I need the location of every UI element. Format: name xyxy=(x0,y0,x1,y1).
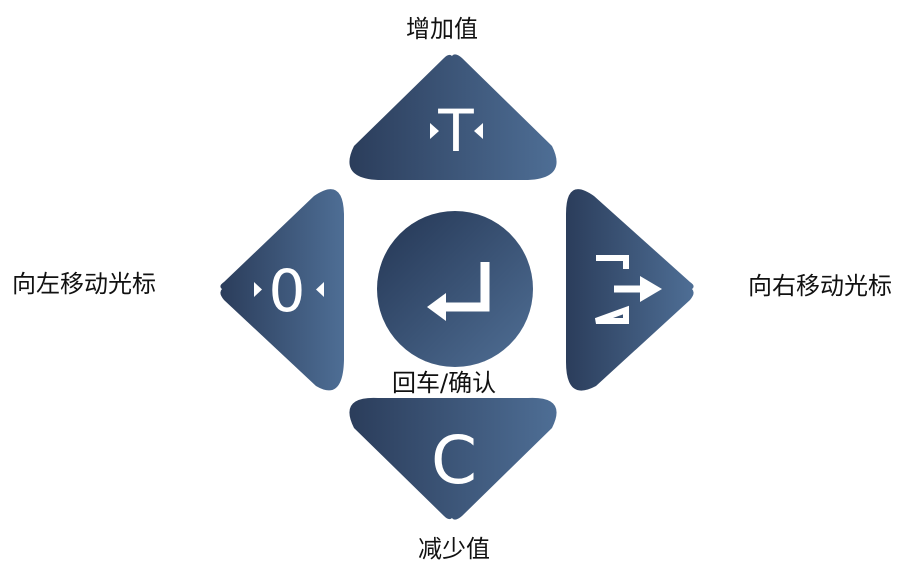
down-key[interactable]: C xyxy=(349,397,557,520)
svg-text:T: T xyxy=(437,97,474,165)
left-key[interactable]: 0 xyxy=(220,189,344,391)
svg-text:C: C xyxy=(431,422,477,499)
tare-icon: T xyxy=(430,97,483,165)
label-move-cursor-right: 向右移动光标 xyxy=(748,272,892,300)
right-key[interactable] xyxy=(566,189,694,391)
exit-arrow-icon xyxy=(594,255,662,324)
up-key[interactable]: T xyxy=(349,54,557,180)
enter-return-icon xyxy=(427,262,490,321)
label-increase-value: 增加值 xyxy=(406,15,478,43)
svg-text:0: 0 xyxy=(269,257,306,325)
label-move-cursor-left: 向左移动光标 xyxy=(12,270,156,298)
enter-key[interactable] xyxy=(377,211,533,367)
zero-icon: 0 xyxy=(254,257,324,325)
label-decrease-value: 减少值 xyxy=(418,535,490,563)
clear-c-icon: C xyxy=(431,422,477,499)
label-enter-confirm: 回车/确认 xyxy=(392,369,497,397)
